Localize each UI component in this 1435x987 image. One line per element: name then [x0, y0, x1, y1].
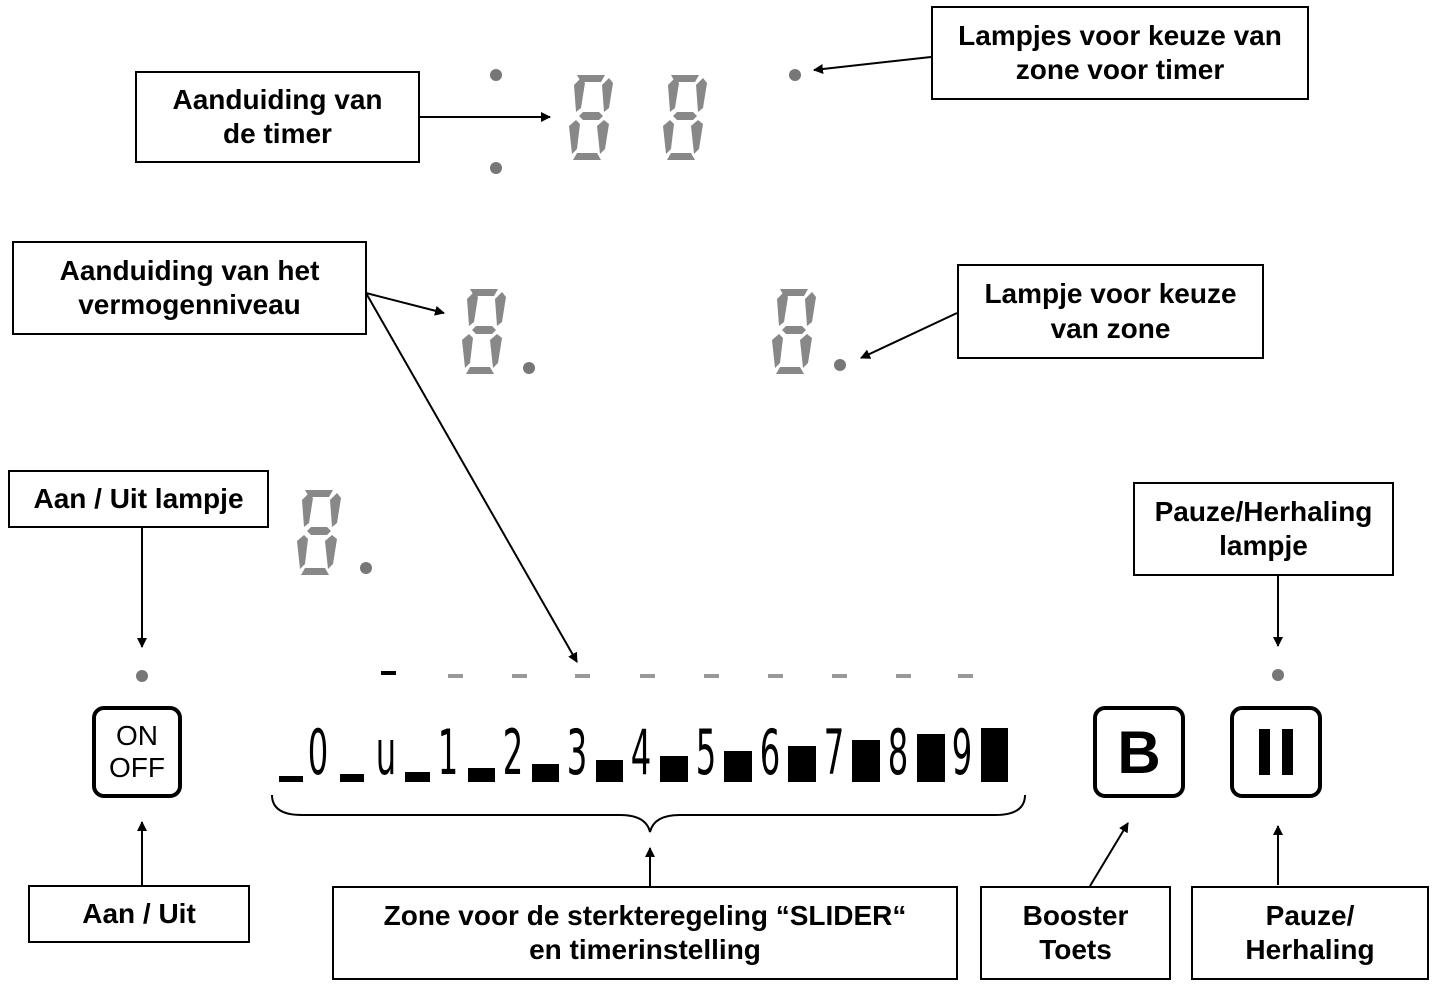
slider-label[interactable]: 7 [823, 716, 845, 789]
slider-step-bar[interactable] [596, 760, 623, 782]
booster-label: B [1117, 718, 1161, 786]
arrow-power-level-digit [365, 292, 445, 316]
callout-zone-select-light: Lampje voor keuze van zone [957, 264, 1264, 359]
slider-label[interactable]: 2 [502, 716, 524, 789]
slider-step-bar[interactable] [532, 764, 559, 782]
power-digit-rear-left [462, 289, 506, 374]
callout-timer-zone-lights: Lampjes voor keuze van zone voor timer [931, 6, 1309, 100]
slider-label[interactable]: 1 [437, 716, 459, 789]
timer-colon-dot-upper [490, 69, 502, 81]
slider-level-indicator [448, 674, 463, 678]
power-digit-front-left [297, 490, 341, 575]
arrow-zone-select-light [860, 312, 958, 359]
slider-level-indicator [704, 674, 719, 678]
slider-level-indicator [512, 674, 527, 678]
arrow-power-level-slider [365, 292, 578, 663]
arrow-timer-zone-lights [813, 56, 932, 74]
on-off-indicator-dot [136, 670, 148, 682]
arrow-booster-key [1089, 822, 1129, 887]
callout-slider-zone: Zone voor de sterkteregeling “SLIDER“ en… [332, 886, 958, 980]
callout-pause-light: Pauze/Herhaling lampje [1133, 482, 1394, 576]
timer-digit-tens [569, 75, 613, 160]
slider-label[interactable]: 3 [566, 716, 588, 789]
slider-step-bar[interactable] [468, 768, 495, 782]
pause-icon [1259, 729, 1270, 775]
slider-step-bar[interactable] [788, 746, 816, 782]
pause-icon [1282, 729, 1293, 775]
slider-level-indicator [768, 674, 783, 678]
slider-step-bar[interactable] [660, 756, 688, 782]
slider-label[interactable]: 4 [630, 716, 652, 789]
slider-label[interactable]: 8 [887, 716, 909, 789]
callout-pause: Pauze/ Herhaling [1191, 886, 1429, 980]
slider-step-bar[interactable] [981, 728, 1008, 782]
timer-colon-dot-lower [490, 162, 502, 174]
slider-level-indicator [958, 674, 973, 678]
slider-step-bar[interactable] [917, 734, 945, 782]
on-label: ON [116, 719, 158, 751]
power-digit-rear-right [772, 289, 816, 374]
callout-on-off-light: Aan / Uit lampje [8, 470, 269, 528]
callout-on-off: Aan / Uit [28, 885, 250, 943]
callout-power-level: Aanduiding van het vermogenniveau [12, 241, 367, 335]
slider-label[interactable]: u [375, 716, 397, 789]
slider-step-bar[interactable] [279, 776, 303, 782]
slider-label[interactable]: 0 [307, 716, 329, 789]
slider-step-bar[interactable] [405, 772, 430, 782]
pause-indicator-dot [1272, 669, 1284, 681]
pause-button[interactable] [1230, 706, 1322, 798]
timer-zone-indicator-dot [789, 69, 801, 81]
slider-level-indicator [896, 674, 911, 678]
callout-booster: Booster Toets [980, 886, 1171, 980]
slider-step-bar[interactable] [340, 774, 364, 782]
slider-step-bar[interactable] [724, 751, 752, 782]
zone-indicator-dot-front-left [360, 562, 372, 574]
booster-button[interactable]: B [1093, 706, 1185, 798]
timer-digit-units [663, 75, 707, 160]
slider-level-indicator [832, 674, 847, 678]
slider-label[interactable]: 6 [759, 716, 781, 789]
slider-step-bar[interactable] [852, 740, 880, 782]
slider-level-indicator [640, 674, 655, 678]
callout-timer-display: Aanduiding van de timer [135, 71, 420, 163]
zone-indicator-dot-rear-right [834, 359, 846, 371]
slider-level-indicator [575, 674, 590, 678]
slider-label[interactable]: 5 [695, 716, 717, 789]
off-label: OFF [109, 752, 165, 783]
on-off-button[interactable]: ON OFF [92, 706, 182, 798]
slider-brace [271, 794, 1026, 833]
zone-indicator-dot-rear-left [523, 362, 535, 374]
slider-level-indicator [381, 671, 396, 675]
slider-label[interactable]: 9 [951, 716, 973, 789]
